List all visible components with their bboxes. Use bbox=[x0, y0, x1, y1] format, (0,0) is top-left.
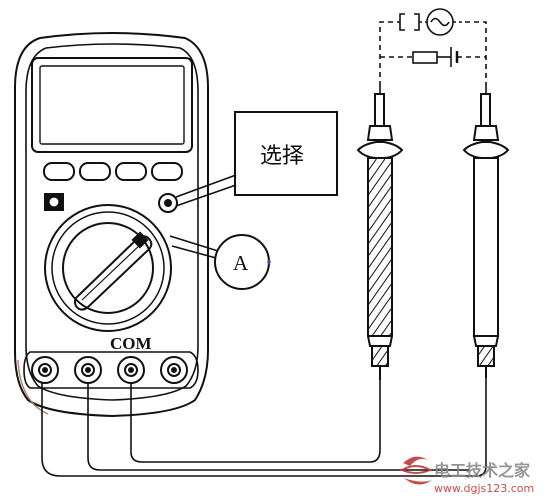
function-button-1 bbox=[43, 162, 75, 181]
probe-black bbox=[462, 86, 510, 378]
watermark-logo-icon bbox=[399, 456, 433, 485]
select-button bbox=[158, 193, 178, 213]
input-jacks bbox=[23, 351, 199, 389]
probe-red bbox=[356, 86, 404, 380]
function-buttons bbox=[43, 162, 183, 181]
lead-wire-1 bbox=[41, 378, 487, 477]
jack-2 bbox=[74, 356, 102, 384]
function-button-4 bbox=[151, 162, 183, 181]
function-button-3 bbox=[115, 162, 147, 181]
rotary-dial bbox=[44, 204, 172, 332]
select-label: 选择 bbox=[260, 144, 304, 169]
left-square-button bbox=[44, 193, 64, 211]
lead-wire-3 bbox=[130, 380, 381, 463]
watermark-url: www.dgjs123.com bbox=[434, 482, 534, 495]
knob-label: A bbox=[233, 251, 249, 275]
watermark: 电工技术之家 www.dgjs123.com bbox=[399, 456, 534, 495]
lead-wires bbox=[41, 378, 487, 477]
dial-knob-pointer bbox=[73, 235, 153, 311]
function-button-2 bbox=[79, 162, 111, 181]
dial-callout bbox=[169, 234, 271, 290]
select-callout-box bbox=[234, 111, 338, 196]
jack-1 bbox=[31, 356, 59, 384]
lead-wire-2 bbox=[87, 383, 470, 471]
test-circuit bbox=[379, 8, 487, 86]
com-label: COM bbox=[110, 334, 152, 353]
watermark-brand: 电工技术之家 bbox=[434, 461, 531, 480]
jack-4 bbox=[160, 356, 188, 384]
capacitor-symbol bbox=[399, 13, 405, 31]
multimeter-body bbox=[14, 32, 209, 418]
dial-callout-dot bbox=[267, 260, 271, 264]
select-callout bbox=[175, 111, 338, 207]
resistor-symbol bbox=[412, 51, 438, 64]
jack-com bbox=[117, 356, 145, 384]
lcd-display bbox=[31, 57, 193, 153]
